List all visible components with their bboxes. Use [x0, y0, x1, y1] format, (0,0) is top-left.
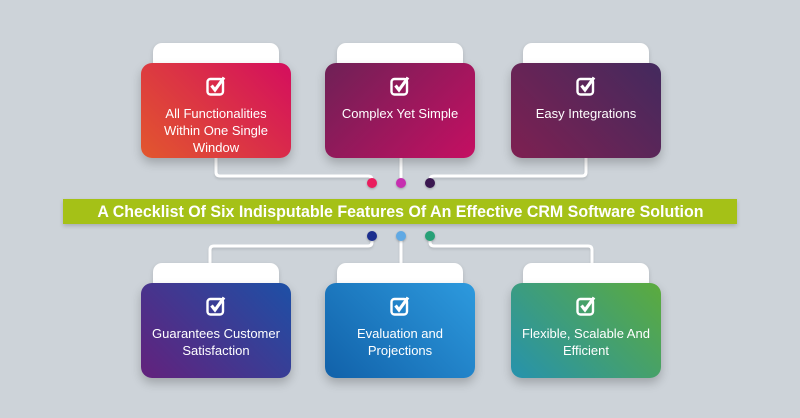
connector-bottom-left — [208, 235, 374, 270]
feature-card-label: Evaluation and Projections — [356, 326, 443, 358]
feature-card-all-functionalities: All Functionalities Within One Single Wi… — [141, 63, 291, 158]
feature-card-label: Flexible, Scalable And Efficient — [522, 326, 650, 358]
checkbox-checked-icon — [574, 293, 598, 317]
feature-card-label: All Functionalities Within One Single Wi… — [163, 106, 269, 155]
title-banner: A Checklist Of Six Indisputable Features… — [63, 199, 737, 224]
connector-dot — [367, 178, 377, 188]
feature-card-guarantees-customer-satisfaction: Guarantees Customer Satisfaction — [141, 283, 291, 378]
connector-dot — [425, 231, 435, 241]
feature-card-flexible-scalable-efficient: Flexible, Scalable And Efficient — [511, 283, 661, 378]
connector-dot — [425, 178, 435, 188]
checkbox-checked-icon — [204, 73, 228, 97]
connector-dot — [396, 231, 406, 241]
feature-card-label: Easy Integrations — [535, 106, 637, 121]
checkbox-checked-icon — [204, 293, 228, 317]
connector-dot — [396, 178, 406, 188]
feature-card-evaluation-and-projections: Evaluation and Projections — [325, 283, 475, 378]
feature-card-easy-integrations: Easy Integrations — [511, 63, 661, 158]
feature-card-complex-yet-simple: Complex Yet Simple — [325, 63, 475, 158]
checkbox-checked-icon — [388, 73, 412, 97]
connector-bottom-right — [428, 235, 594, 270]
feature-card-label: Guarantees Customer Satisfaction — [152, 326, 280, 358]
checkbox-checked-icon — [574, 73, 598, 97]
connector-dot — [367, 231, 377, 241]
checkbox-checked-icon — [388, 293, 412, 317]
title-banner-text: A Checklist Of Six Indisputable Features… — [96, 201, 704, 221]
feature-card-label: Complex Yet Simple — [341, 106, 459, 121]
